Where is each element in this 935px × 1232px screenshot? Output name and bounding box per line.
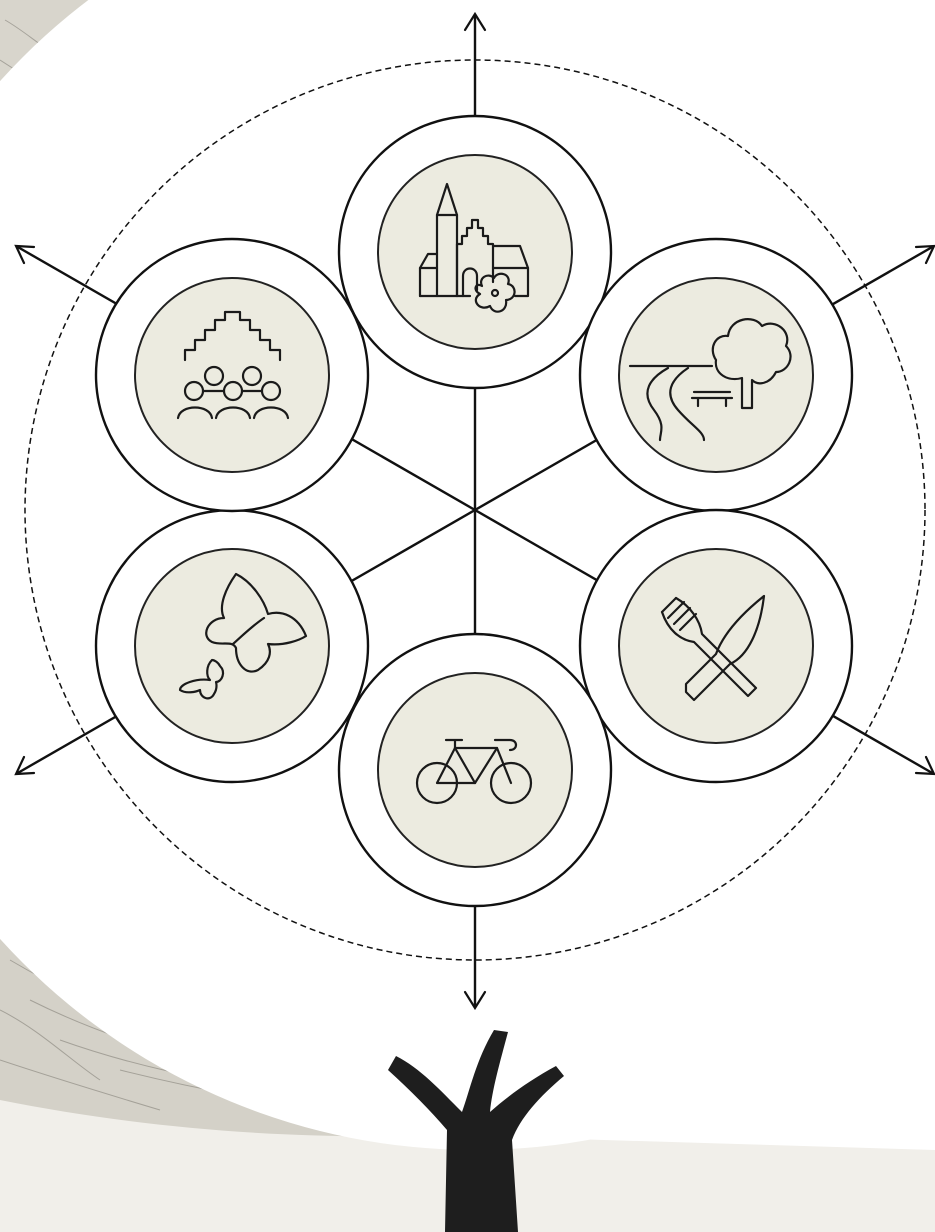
- node-wildlife: [96, 510, 368, 782]
- node-village-church: [339, 116, 611, 388]
- node-cycling: [339, 634, 611, 906]
- node-nature-park: [580, 239, 852, 511]
- node-food: [580, 510, 852, 782]
- node-community: [96, 239, 368, 511]
